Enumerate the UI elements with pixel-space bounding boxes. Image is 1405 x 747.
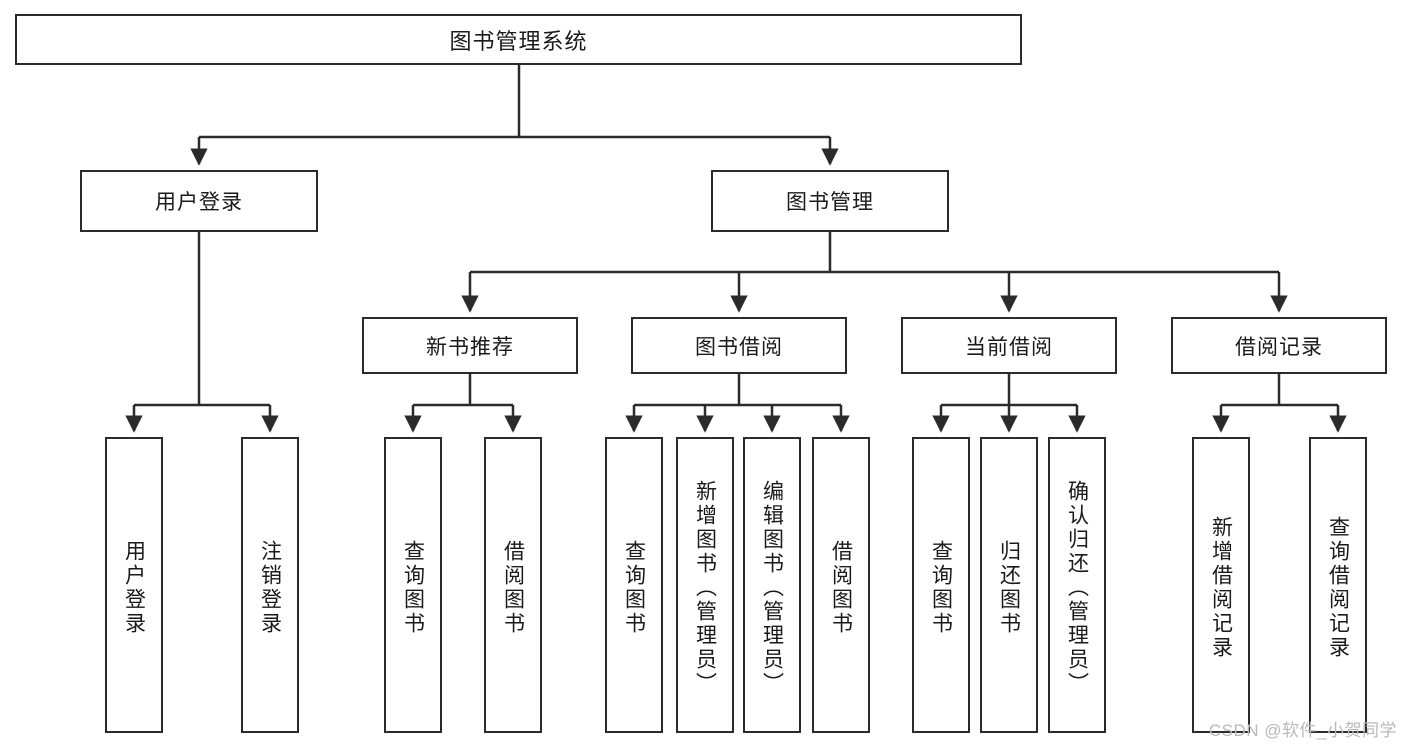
node-label: 用户登录 (122, 540, 146, 636)
node-label: 借阅图书 (829, 540, 853, 636)
node-label: 借阅记录 (1235, 335, 1323, 359)
node-label: 新增借阅记录 (1209, 516, 1233, 660)
node-label: 查询借阅记录 (1326, 516, 1350, 660)
leaf-logout[interactable]: 注销登录 (241, 437, 299, 733)
node-label: 新增图书（管理员） (693, 480, 717, 696)
leaf-user-login[interactable]: 用户登录 (105, 437, 163, 733)
leaf-add-book-admin[interactable]: 新增图书（管理员） (676, 437, 734, 733)
node-label: 确认归还（管理员） (1065, 480, 1089, 696)
node-label: 注销登录 (258, 540, 282, 636)
node-label: 借阅图书 (501, 540, 525, 636)
node-new-book-recommend[interactable]: 新书推荐 (362, 317, 578, 374)
leaf-query-borrow-record[interactable]: 查询借阅记录 (1309, 437, 1367, 733)
leaf-confirm-return-admin[interactable]: 确认归还（管理员） (1048, 437, 1106, 733)
leaf-add-borrow-record[interactable]: 新增借阅记录 (1192, 437, 1250, 733)
node-label: 编辑图书（管理员） (760, 480, 784, 696)
leaf-borrow-book-recommend[interactable]: 借阅图书 (484, 437, 542, 733)
leaf-query-book-current[interactable]: 查询图书 (912, 437, 970, 733)
node-book-borrow[interactable]: 图书借阅 (631, 317, 847, 374)
node-label: 查询图书 (622, 540, 646, 636)
node-label: 图书管理系统 (449, 28, 588, 54)
node-label: 用户登录 (155, 191, 243, 214)
leaf-return-book[interactable]: 归还图书 (980, 437, 1038, 733)
leaf-query-book-recommend[interactable]: 查询图书 (384, 437, 442, 733)
node-root-system[interactable]: 图书管理系统 (15, 14, 1022, 65)
node-label: 图书管理 (786, 191, 874, 214)
node-user-login-group[interactable]: 用户登录 (80, 170, 318, 232)
watermark: CSDN @软件_小贺同学 (1208, 721, 1397, 740)
node-label: 归还图书 (997, 540, 1021, 636)
node-label: 新书推荐 (426, 335, 514, 359)
node-label: 查询图书 (929, 540, 953, 636)
leaf-edit-book-admin[interactable]: 编辑图书（管理员） (743, 437, 801, 733)
node-book-management-group[interactable]: 图书管理 (711, 170, 949, 232)
node-borrow-record[interactable]: 借阅记录 (1171, 317, 1387, 374)
node-current-borrow[interactable]: 当前借阅 (901, 317, 1117, 374)
node-label: 查询图书 (401, 540, 425, 636)
leaf-borrow-book[interactable]: 借阅图书 (812, 437, 870, 733)
node-label: 图书借阅 (695, 335, 783, 359)
node-label: 当前借阅 (965, 335, 1053, 359)
leaf-query-book-borrow[interactable]: 查询图书 (605, 437, 663, 733)
